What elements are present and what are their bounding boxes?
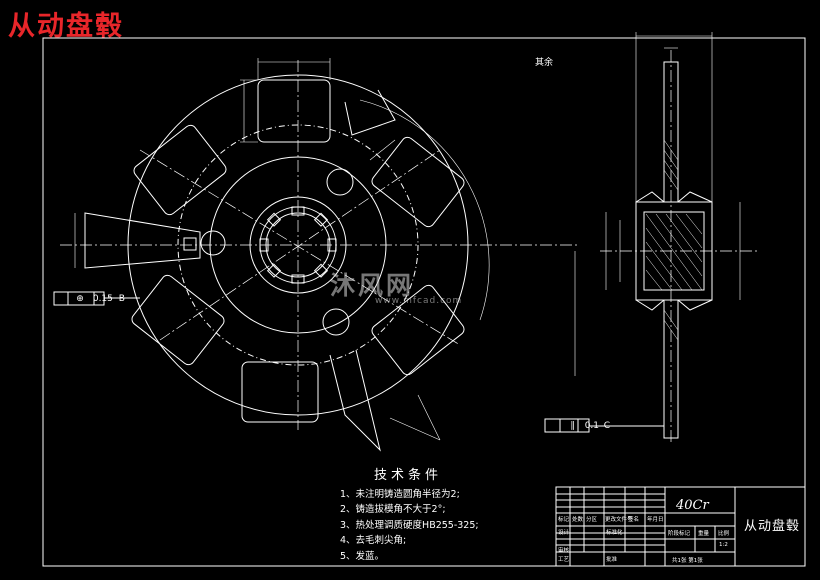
bolt-circle <box>177 124 419 366</box>
hole-upper <box>326 168 354 196</box>
left-arm-projection <box>84 212 201 269</box>
scale-value: 1:2 <box>719 542 728 548</box>
part-name-label: 从动盘毂 <box>744 519 801 534</box>
note-item: 2、铸造拔模角不大于2°; <box>340 504 446 515</box>
note-item: 3、热处理调质硬度HB255-325; <box>340 519 479 531</box>
watermark-logo: 沐风网 <box>330 271 415 300</box>
ratio-label: 比例 <box>718 531 730 537</box>
hole-lower <box>322 308 350 336</box>
spring-window-lower-right <box>371 284 465 376</box>
diagonal-centerline-a <box>139 149 461 346</box>
process-label: 工艺 <box>558 557 570 563</box>
row-label-change: 更改文件号 <box>605 517 633 523</box>
sheet-count: 共1张 第1张 <box>672 558 703 564</box>
approve-label: 批准 <box>606 557 618 563</box>
note-item: 1、未注明铸造圆角半径为2; <box>340 488 460 500</box>
standard-label: 标准化 <box>606 530 623 536</box>
fcf-side-tolerance: 0.1 <box>584 421 600 431</box>
designer-label: 设计 <box>558 530 570 536</box>
fcf-side-datum: C <box>603 421 611 431</box>
technical-notes: 技术条件 1、未注明铸造圆角半径为2; 2、铸造拔模角不大于2°; 3、热处理调… <box>340 468 479 564</box>
parallelism-icon: ∥ <box>570 421 575 431</box>
material-label: 40Cr <box>676 498 709 513</box>
watermark-url: www.mfcad.com <box>375 296 463 306</box>
notes-heading: 技术条件 <box>374 468 443 483</box>
note-item: 5、发蓝。 <box>340 550 385 562</box>
spring-window-bottom <box>241 361 319 423</box>
note-item: 4、去毛刺尖角; <box>340 535 407 546</box>
row-label-zone: 分区 <box>586 517 598 523</box>
weight-label: 重量 <box>698 531 710 537</box>
slot-upper <box>344 89 396 136</box>
slot-lower <box>329 349 381 452</box>
row-label-count: 处数 <box>572 517 584 523</box>
roughness-note: 其余 <box>535 58 554 68</box>
position-tolerance-icon: ⊕ <box>76 294 84 304</box>
fcf-front-tolerance: 0.15 <box>92 294 113 304</box>
spring-window-top <box>257 79 331 143</box>
title-block-grid <box>555 486 806 567</box>
overlay-title: 从动盘毂 <box>8 11 124 42</box>
row-label-mark: 标记 <box>558 517 570 523</box>
spring-window-lower-left <box>131 274 225 366</box>
side-view <box>574 32 760 445</box>
stage-marks-label: 阶段标记 <box>668 531 691 537</box>
spring-window-upper-right <box>371 136 465 228</box>
left-arm-notch <box>183 237 197 251</box>
hole-left <box>200 230 226 256</box>
row-label-sign: 签名 <box>628 517 640 523</box>
fcf-side: ∥ 0.1 C <box>565 421 610 431</box>
fcf-front-datum: B <box>118 294 125 304</box>
diagonal-centerline-b <box>159 149 441 341</box>
row-label-date: 年月日 <box>647 517 664 523</box>
spring-window-upper-left <box>133 124 227 216</box>
drawing-frame <box>42 37 806 567</box>
fcf-front: ⊕ 0.15 B <box>73 294 125 304</box>
check-label: 审核 <box>558 548 570 554</box>
